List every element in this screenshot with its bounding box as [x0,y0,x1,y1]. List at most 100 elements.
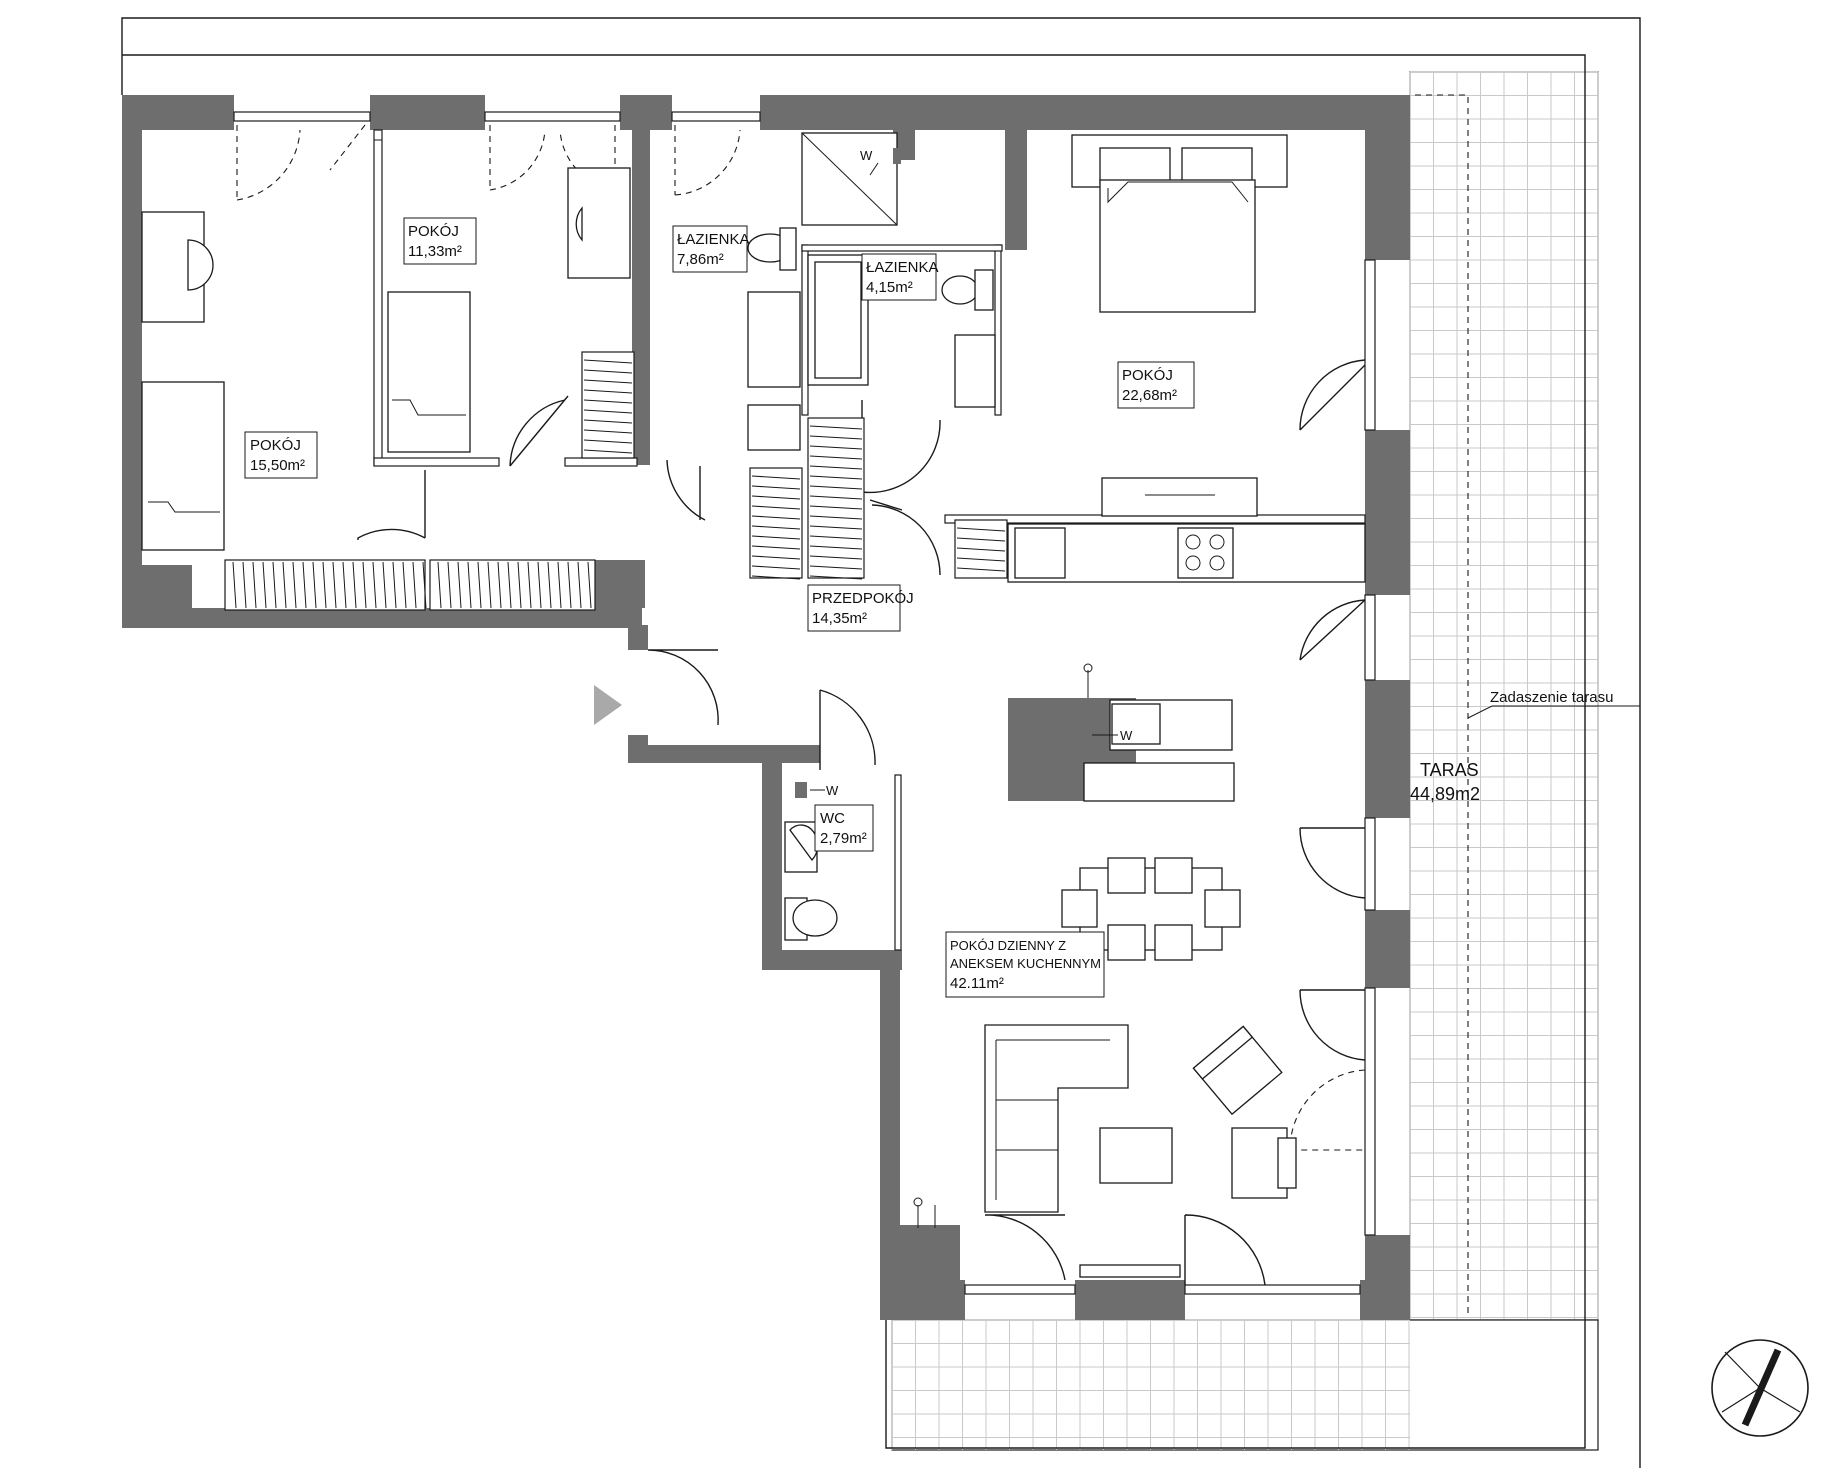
grid-line [751,565,801,570]
grid-line [372,561,377,609]
room-label-lazienka-1: ŁAZIENKA 7,86m² [672,225,750,273]
grid-line [751,535,801,540]
grid-line [809,495,863,500]
room-label-przedpokoj: PRZEDPOKÓJ 14,35m² [807,584,914,632]
grid-line [262,561,267,609]
room-area: 7,86m² [677,251,724,268]
grid-line [809,565,863,570]
grid-line [447,561,452,609]
grid-line [477,561,482,609]
grid-line [232,561,237,609]
entrance-arrow-icon [594,685,622,725]
grid-line [457,561,462,609]
grid-line [583,429,633,434]
grid-line [402,561,407,609]
grid-line [437,561,442,609]
room-label-living: POKÓJ DZIENNY Z ANEKSEM KUCHENNYM 42.11m… [945,931,1105,998]
grid-line [583,389,633,394]
grid-line [751,555,801,560]
room-name: WC [820,810,845,827]
grid-line [583,449,633,454]
grid-line [467,561,472,609]
room-label-wc: WC 2,79m² [814,804,874,852]
windows-south [964,1284,1361,1295]
grid-line [809,425,863,430]
wc-fixtures [784,782,838,941]
grid-line [272,561,277,609]
room-label-lazienka-2: ŁAZIENKA 4,15m² [861,253,939,301]
windows-north [233,111,761,122]
grid-line [517,561,522,609]
grid-line [392,561,397,609]
walls [122,95,1410,1320]
grid-line [282,561,287,609]
grid-line [809,465,863,470]
grid-line [956,567,1006,572]
grid-line [312,561,317,609]
grid-line [362,561,367,609]
grid-line [292,561,297,609]
room-name-line1: POKÓJ DZIENNY Z [950,938,1066,953]
grid-line [583,379,633,384]
grid-line [751,475,801,480]
water-mark: W [860,148,873,163]
bathroom2-fixtures [941,269,996,408]
grid-line [537,561,542,609]
grid-line [751,515,801,520]
grid-line [809,555,863,560]
room-name: ŁAZIENKA [866,259,939,276]
grid-line [382,561,387,609]
grid-line [809,575,863,580]
grid-line [332,561,337,609]
grid-line [422,561,427,609]
grid-line [583,439,633,444]
grid-line [956,537,1006,542]
grid-line [751,545,801,550]
grid-line [583,419,633,424]
room-label-pokoj-1: POKÓJ 15,50m² [244,431,318,479]
grid-line [487,561,492,609]
parapet-line [122,54,1586,1449]
grid-line [809,445,863,450]
room-name: POKÓJ [250,437,301,454]
grid-line [809,435,863,440]
grid-line [322,561,327,609]
grid-line [352,561,357,609]
room-name: PRZEDPOKÓJ [812,590,914,607]
grid-line [242,561,247,609]
room-area: 14,35m² [812,610,867,627]
grid-line [302,561,307,609]
roof-label-leader [1467,705,1640,719]
grid-line [809,515,863,520]
room-area: 42.11m² [950,975,1004,992]
bedroom1-furniture [141,211,225,551]
grid-line [751,575,801,580]
living-seating [984,1024,1297,1278]
grid-line [577,561,582,609]
grid-line [507,561,512,609]
room-label-taras: TARAS 44,89m2 [1410,760,1480,804]
grid-line [252,561,257,609]
windows-east [1364,259,1376,1236]
room-name-line2: ANEKSEM KUCHENNYM [950,956,1101,971]
kitchen-island [1008,698,1235,802]
grid-line [557,561,562,609]
room-name: POKÓJ [408,223,459,240]
grid-line [956,527,1006,532]
grid-line [751,505,801,510]
bathroom1-fixtures [747,132,898,451]
grid-line [751,485,801,490]
site-outline [121,17,1641,1468]
grid-line [809,545,863,550]
grid-line [751,495,801,500]
grid-line [583,369,633,374]
grid-line [809,535,863,540]
terrace-east-grid [1409,71,1599,1321]
room-area: 11,33m² [408,243,462,260]
north-arrow-icon [1711,1339,1809,1437]
room-area: 2,79m² [820,830,867,847]
grid-line [547,561,552,609]
grid-line [583,359,633,364]
room-area: 15,50m² [250,457,305,474]
